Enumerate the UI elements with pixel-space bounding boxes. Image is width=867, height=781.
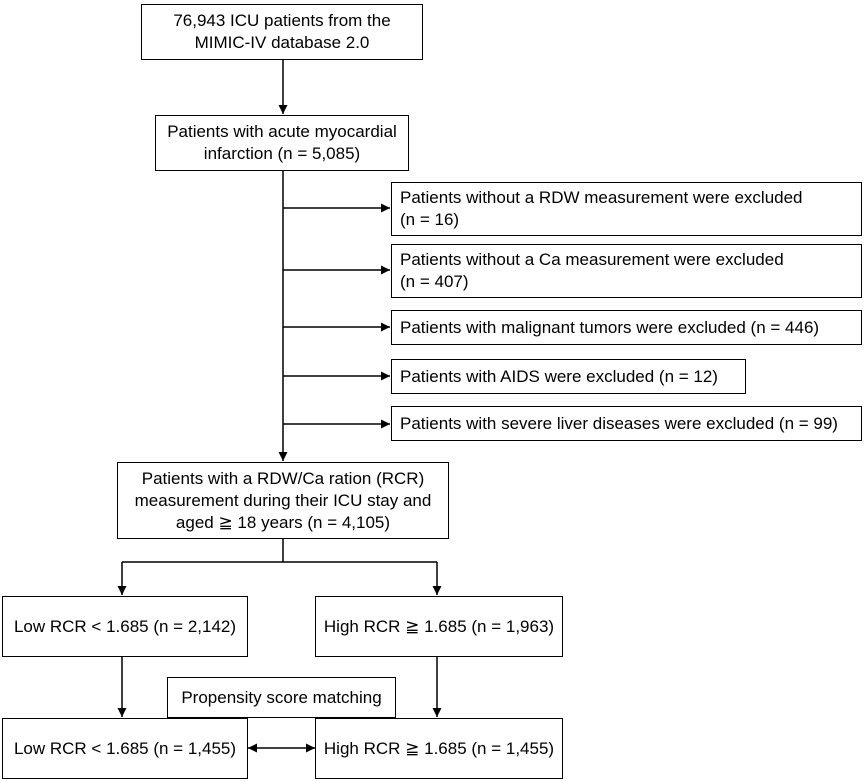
- rcr-line3: aged ≧ 18 years (n = 4,105): [175, 512, 391, 532]
- low-rcr-matched-label: Low RCR < 1.685 (n = 1,455): [13, 738, 237, 758]
- source-line2: MIMIC-IV database 2.0: [194, 33, 370, 52]
- rcr-box: Patients with a RDW/Ca ration (RCR) meas…: [117, 462, 449, 539]
- exclusion-line1: Patients without a RDW measurement were …: [400, 188, 803, 207]
- rcr-line2: measurement during their ICU stay and: [134, 490, 432, 510]
- high-rcr-matched-label: High RCR ≧ 1.685 (n = 1,455): [323, 738, 555, 758]
- exclusion-line1: Patients with malignant tumors were excl…: [400, 317, 820, 337]
- exclusion-line1: Patients with AIDS were excluded (n = 12…: [400, 366, 718, 386]
- exclusion-line1: Patients with severe liver diseases were…: [400, 413, 838, 433]
- exclusion-box-rdw: Patients without a RDW measurement were …: [391, 182, 862, 236]
- exclusion-line1: Patients without a Ca measurement were e…: [400, 250, 784, 269]
- low-rcr-before-box: Low RCR < 1.685 (n = 2,142): [2, 596, 248, 657]
- exclusion-box-ca: Patients without a Ca measurement were e…: [391, 244, 862, 298]
- ami-line1: Patients with acute myocardial: [167, 122, 397, 141]
- source-line1: 76,943 ICU patients from the: [173, 11, 391, 30]
- high-rcr-matched-box: High RCR ≧ 1.685 (n = 1,455): [315, 718, 563, 779]
- psm-box: Propensity score matching: [167, 677, 396, 718]
- exclusion-box-aids: Patients with AIDS were excluded (n = 12…: [391, 359, 746, 394]
- ami-line2: infarction (n = 5,085): [203, 144, 361, 163]
- exclusion-box-tumors: Patients with malignant tumors were excl…: [391, 310, 862, 345]
- high-rcr-before-box: High RCR ≧ 1.685 (n = 1,963): [315, 596, 563, 657]
- ami-box: Patients with acute myocardial infarctio…: [155, 115, 409, 171]
- psm-label: Propensity score matching: [181, 687, 382, 707]
- exclusion-line2: (n = 16): [400, 210, 460, 229]
- low-rcr-matched-box: Low RCR < 1.685 (n = 1,455): [2, 718, 248, 779]
- source-box: 76,943 ICU patients from the MIMIC-IV da…: [141, 4, 423, 60]
- rcr-line1: Patients with a RDW/Ca ration (RCR): [141, 468, 425, 488]
- exclusion-line2: (n = 407): [400, 272, 469, 291]
- low-rcr-before-label: Low RCR < 1.685 (n = 2,142): [13, 616, 237, 636]
- exclusion-box-liver: Patients with severe liver diseases were…: [391, 406, 862, 441]
- high-rcr-before-label: High RCR ≧ 1.685 (n = 1,963): [323, 616, 555, 636]
